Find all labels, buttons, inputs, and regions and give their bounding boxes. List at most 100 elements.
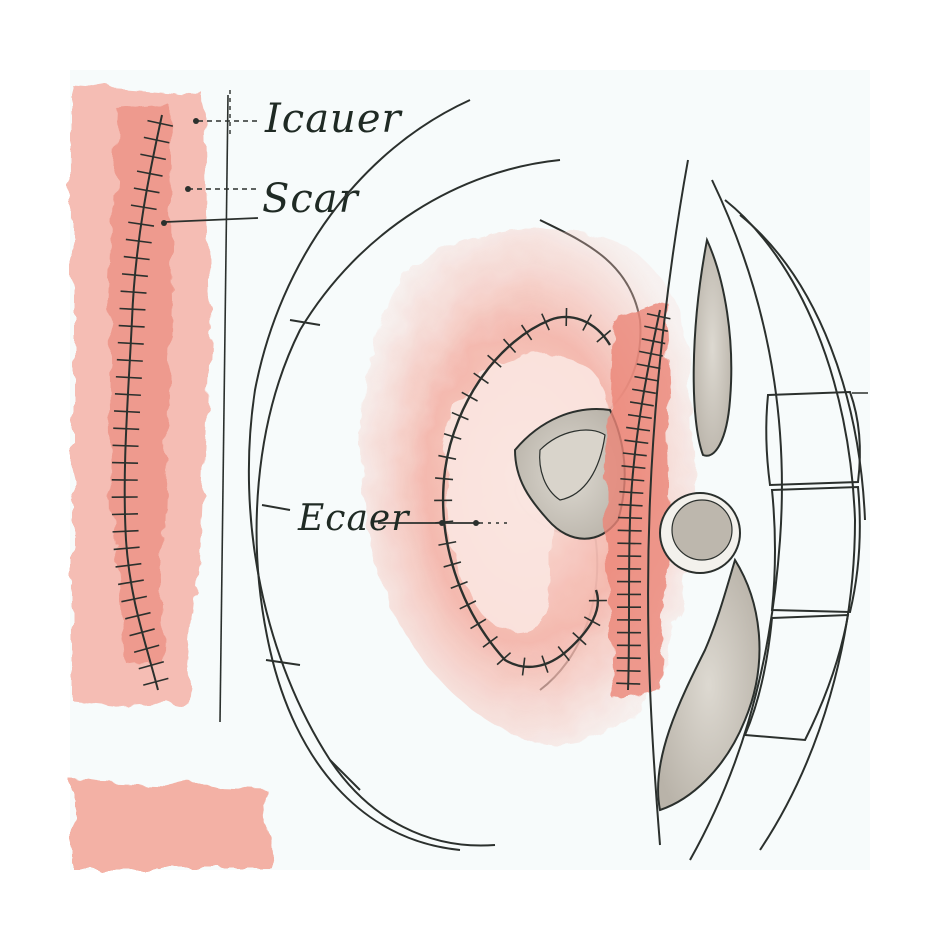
middle-stitch bbox=[639, 350, 663, 357]
middle-stitch bbox=[626, 426, 651, 432]
left-stitch bbox=[121, 273, 148, 278]
loop-stitch bbox=[487, 354, 502, 368]
loop-stitch bbox=[520, 324, 533, 341]
right-segments bbox=[743, 390, 868, 742]
loop-stitch bbox=[521, 657, 526, 676]
left-stitch bbox=[117, 579, 144, 586]
left-stitch bbox=[121, 595, 148, 603]
loop-stitch bbox=[450, 581, 468, 589]
loop-stitch bbox=[582, 314, 593, 331]
left-stitches bbox=[111, 119, 174, 686]
grey-tissue-right-lower bbox=[657, 557, 761, 812]
loop-stitch bbox=[438, 540, 457, 546]
loop-stitch bbox=[502, 338, 517, 354]
bottom-left-wash bbox=[72, 782, 272, 868]
left-stitch bbox=[120, 290, 147, 294]
left-stitch bbox=[133, 187, 160, 194]
left-stitch bbox=[133, 644, 160, 654]
grey-tissue-fold bbox=[539, 429, 606, 501]
loop-stitch bbox=[496, 652, 512, 666]
segment-box-2 bbox=[770, 485, 861, 614]
loop-stitch bbox=[557, 646, 570, 662]
left-stitch bbox=[113, 546, 140, 551]
suture-loop bbox=[441, 315, 612, 668]
loop-stitch bbox=[583, 616, 601, 627]
left-stitch bbox=[118, 324, 145, 328]
middle-stitch bbox=[622, 452, 647, 457]
left-stitch bbox=[113, 427, 140, 431]
middle-stitch bbox=[620, 477, 645, 482]
middle-stitch bbox=[619, 490, 644, 495]
segment-box-1 bbox=[765, 390, 861, 487]
left-scar-panel bbox=[72, 85, 229, 723]
middle-stitch bbox=[616, 669, 641, 672]
middle-stitch bbox=[621, 465, 646, 470]
loop-stitch bbox=[443, 432, 462, 440]
left-stitch bbox=[128, 221, 155, 227]
middle-scar-line bbox=[627, 309, 661, 691]
outer-right-arc-2 bbox=[739, 214, 866, 521]
left-stitch bbox=[138, 660, 165, 670]
left-stitch bbox=[119, 307, 146, 311]
left-stitch bbox=[147, 119, 174, 127]
loop-stitch bbox=[482, 635, 498, 648]
right-structures bbox=[647, 159, 866, 861]
left-segment-1 bbox=[261, 319, 361, 791]
left-stitch bbox=[123, 255, 150, 261]
loop-stitch bbox=[541, 313, 550, 331]
left-guide-line bbox=[219, 94, 229, 723]
label-ecaer: Ecaer bbox=[297, 498, 512, 539]
middle-stitch bbox=[616, 682, 641, 685]
label-ecaer-text: Ecaer bbox=[297, 498, 410, 539]
loop-stitch bbox=[438, 454, 457, 460]
left-stitch bbox=[112, 444, 139, 448]
left-stitch bbox=[112, 529, 139, 533]
left-stitch bbox=[143, 136, 170, 144]
left-scar-line bbox=[123, 114, 163, 691]
loop-stitch bbox=[596, 329, 612, 343]
left-stitch bbox=[111, 513, 138, 516]
middle-stitch bbox=[632, 388, 656, 395]
loop-stitch bbox=[541, 655, 549, 673]
round-cyst-inner bbox=[671, 499, 733, 561]
left-stitch bbox=[117, 341, 144, 345]
middle-stitch bbox=[624, 439, 649, 445]
left-stitch bbox=[125, 611, 151, 620]
left-stitch bbox=[129, 628, 155, 637]
middle-scar-wash bbox=[605, 300, 672, 700]
loop-stitch bbox=[443, 561, 462, 568]
left-stitch bbox=[125, 238, 152, 244]
middle-stitch bbox=[646, 312, 671, 320]
middle-stitch bbox=[627, 413, 652, 420]
left-stitch bbox=[115, 562, 142, 568]
left-stitch bbox=[116, 358, 143, 362]
left-stitch bbox=[143, 677, 169, 686]
loop-stitch bbox=[461, 391, 478, 402]
loop-stitch bbox=[473, 372, 489, 385]
label-scar-text: Scar bbox=[262, 176, 361, 222]
left-stitch bbox=[114, 393, 141, 397]
left-stitch bbox=[130, 204, 157, 211]
loop-stitch bbox=[435, 477, 454, 481]
left-stitch bbox=[115, 375, 142, 380]
segment-box-3 bbox=[743, 613, 850, 742]
middle-stitch bbox=[618, 516, 643, 520]
middle-stitch bbox=[629, 401, 654, 407]
tube-wall-left bbox=[647, 159, 689, 846]
tube-wall-right bbox=[689, 179, 783, 861]
middle-stitch bbox=[617, 529, 642, 532]
grey-tissue-right-upper bbox=[692, 236, 733, 457]
outer-arc-2 bbox=[255, 159, 561, 851]
left-stitch bbox=[113, 410, 141, 414]
left-stitch bbox=[136, 170, 163, 177]
loop-stitch bbox=[470, 618, 487, 630]
middle-stitch bbox=[636, 363, 661, 370]
middle-stitch bbox=[634, 375, 659, 382]
left-stitch bbox=[112, 461, 139, 464]
left-wash-deep bbox=[108, 105, 172, 665]
outer-right-arc bbox=[724, 199, 857, 851]
loop-stitches bbox=[434, 308, 612, 676]
loop-stitch bbox=[451, 411, 469, 421]
label-icauer: Icauer bbox=[193, 90, 402, 142]
